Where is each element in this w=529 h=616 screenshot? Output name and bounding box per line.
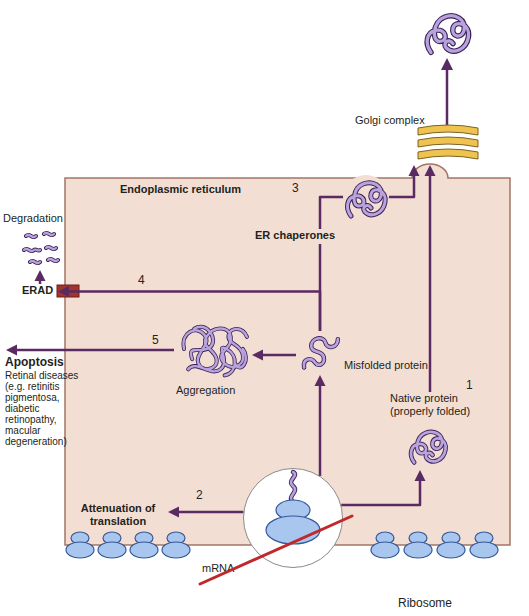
misfolded-protein [304,338,338,367]
flow-arrow [35,270,46,284]
native-protein-node: Native protein (properly folded) [390,392,490,470]
arrow-head [425,165,436,176]
arrow-line [39,279,42,284]
arrow-head [409,165,420,176]
arrow-line [67,292,320,332]
flow-arrow [6,345,174,356]
ribosome-large [371,542,399,558]
arrow-line [319,244,322,331]
arrow-line [320,174,414,229]
ribosome-small [103,532,121,544]
arrow-line [15,349,174,352]
flow-arrow [320,165,420,229]
callout-number: 2 [196,488,203,502]
arrow-head [415,470,426,481]
flow-arrow [252,350,296,361]
ribosome-small [167,532,185,544]
arrow-line [319,384,322,476]
erad-channel [57,285,79,297]
ribosome-small [276,500,310,520]
node-label: Native protein (properly folded) [390,392,490,418]
golgi-cisterna [418,137,478,147]
arrow-line [341,479,420,505]
node-label: Misfolded protein [344,359,444,372]
degradation-node: Degradation [3,212,75,270]
ribosome-small [442,532,460,544]
arrow-head [35,270,46,281]
arrow-line [429,174,432,392]
ribosome-small [135,532,153,544]
ribosome-large [130,542,158,558]
degraded-fragments [24,233,58,263]
node-label: Golgi complex [355,114,431,127]
ribosome-row [66,532,498,558]
flow-arrow [425,165,436,392]
ribosome-large [437,542,465,558]
apoptosis-node: ApoptosisRetinal diseases (e.g. retiniti… [3,346,91,446]
callout-number: 4 [138,273,145,287]
node-body-text: Retinal diseases (e.g. retinitis pigment… [5,370,89,447]
node-label: Aggregation [176,384,256,397]
secreted-protein [427,16,468,53]
ribosome-small [409,532,427,544]
chaperone-folded-protein [348,183,386,216]
node-label: Attenuation of translation [68,502,168,528]
protein-aggregate [183,327,246,376]
ribosome-large [470,542,498,558]
erad-node: ERAD [22,284,58,299]
arrow-head [252,350,263,361]
golgi-cisterna [418,125,478,135]
aggregation-node: Aggregation [174,316,252,400]
ribosome-small [71,532,89,544]
ribosome-large [266,516,320,544]
node-label: Apoptosis [5,355,91,369]
golgi-node: Golgi complex [353,112,480,165]
ribosome-large [404,542,432,558]
secretion-arrow-head [441,58,453,70]
node-label: mRNA [202,562,242,575]
nascent-chain [291,472,295,502]
translation-circle: mRNA [243,468,343,568]
ribosome-large [98,542,126,558]
flow-arrow [58,286,320,331]
node-label: Degradation [3,212,83,225]
golgi-cisterna [418,149,478,159]
attenuation-node: Attenuation of translation [68,500,168,530]
arrow-line [261,354,296,357]
nascent-chain-outline [291,472,295,502]
node-label: ERAD [22,284,66,297]
arrow-head [315,375,326,386]
callout-number: 3 [292,181,299,195]
node-label: Endoplasmic reticulum [120,183,290,196]
flow-arrow [341,470,425,505]
node-label: ER chaperones [255,229,347,242]
callout-number: 5 [152,333,159,347]
ribosome-small [475,532,493,544]
chaperone-node: ER chaperones [255,229,337,244]
native-protein [411,432,446,463]
mrna-strand [200,516,352,584]
arrow-line [177,511,243,514]
callout-number: 1 [466,378,473,392]
arrow-head [6,345,17,356]
misfolded-node: Misfolded protein [296,331,446,375]
part-label: Ribosome [398,596,452,610]
flow-arrow [315,375,326,476]
flow-arrow [320,244,321,331]
arrow-head [168,507,179,518]
ribosome-large [162,542,190,558]
arrow-head [58,286,69,297]
ribosome-small [376,532,394,544]
flow-arrow [168,507,243,518]
secretion-arrow-line [446,68,449,128]
ribosome-large [66,542,94,558]
protein-backdrop [343,175,389,219]
